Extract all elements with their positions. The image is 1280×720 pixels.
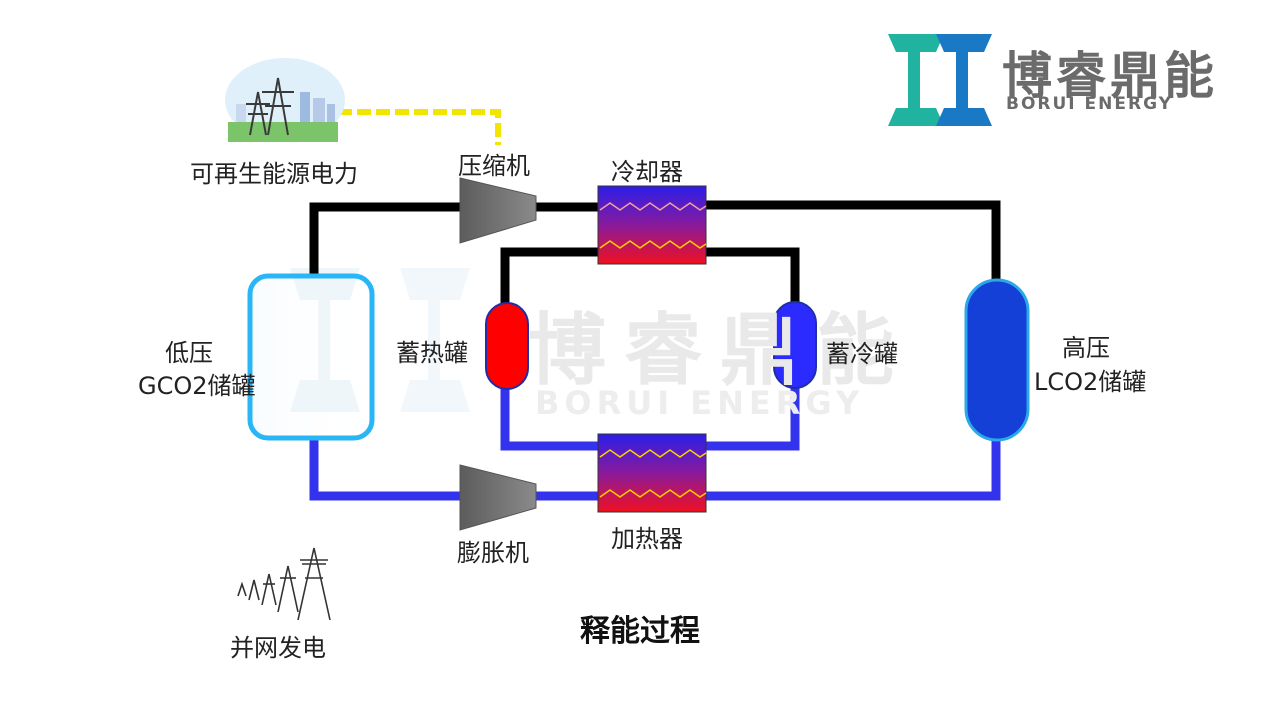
brand-name-cn: 博睿鼎能 xyxy=(1002,47,1218,105)
cooler-icon xyxy=(597,185,707,265)
watermark-text-cn: 博睿鼎能 xyxy=(528,306,913,396)
cold-storage-label: 蓄冷罐 xyxy=(826,340,898,368)
renewable-power-label: 可再生能源电力 xyxy=(190,160,358,188)
heat-storage-label: 蓄热罐 xyxy=(396,339,468,367)
pipe-upper-loop xyxy=(309,200,1001,305)
expander-icon xyxy=(459,464,537,531)
gco2-tank-text: GCO2储罐 xyxy=(138,372,256,400)
renewable-power-icon xyxy=(225,58,345,142)
lco2-tank-text: LCO2储罐 xyxy=(1034,368,1147,396)
power-supply-line xyxy=(338,109,501,145)
cooler-label: 冷却器 xyxy=(611,158,683,186)
grid-power-icon xyxy=(237,547,331,621)
high-pressure-label: 高压 xyxy=(1062,334,1110,362)
watermark-text-en: BORUI ENERGY xyxy=(535,384,865,422)
heater-label: 加热器 xyxy=(611,525,683,553)
compressor-label: 压缩机 xyxy=(458,152,530,180)
heat-storage-tank-icon xyxy=(485,302,529,390)
expander-label: 膨胀机 xyxy=(457,539,529,567)
gco2-tank-label: GCO2储罐 xyxy=(138,366,256,401)
diagram-title: 释能过程 xyxy=(580,614,700,649)
pipe-lower-loop xyxy=(309,385,1001,501)
low-pressure-label: 低压 xyxy=(165,339,213,367)
brand-name-en: BORUI ENERGY xyxy=(1006,94,1173,114)
gco2-tank-icon xyxy=(247,273,375,441)
compressor-icon xyxy=(459,177,537,244)
lco2-tank-icon xyxy=(964,278,1030,442)
grid-power-label: 并网发电 xyxy=(230,634,326,662)
heater-icon xyxy=(597,433,707,513)
lco2-tank-label: LCO2储罐 xyxy=(1034,362,1146,397)
brand-logo-icon xyxy=(888,34,992,126)
cold-storage-tank-icon xyxy=(773,301,817,389)
